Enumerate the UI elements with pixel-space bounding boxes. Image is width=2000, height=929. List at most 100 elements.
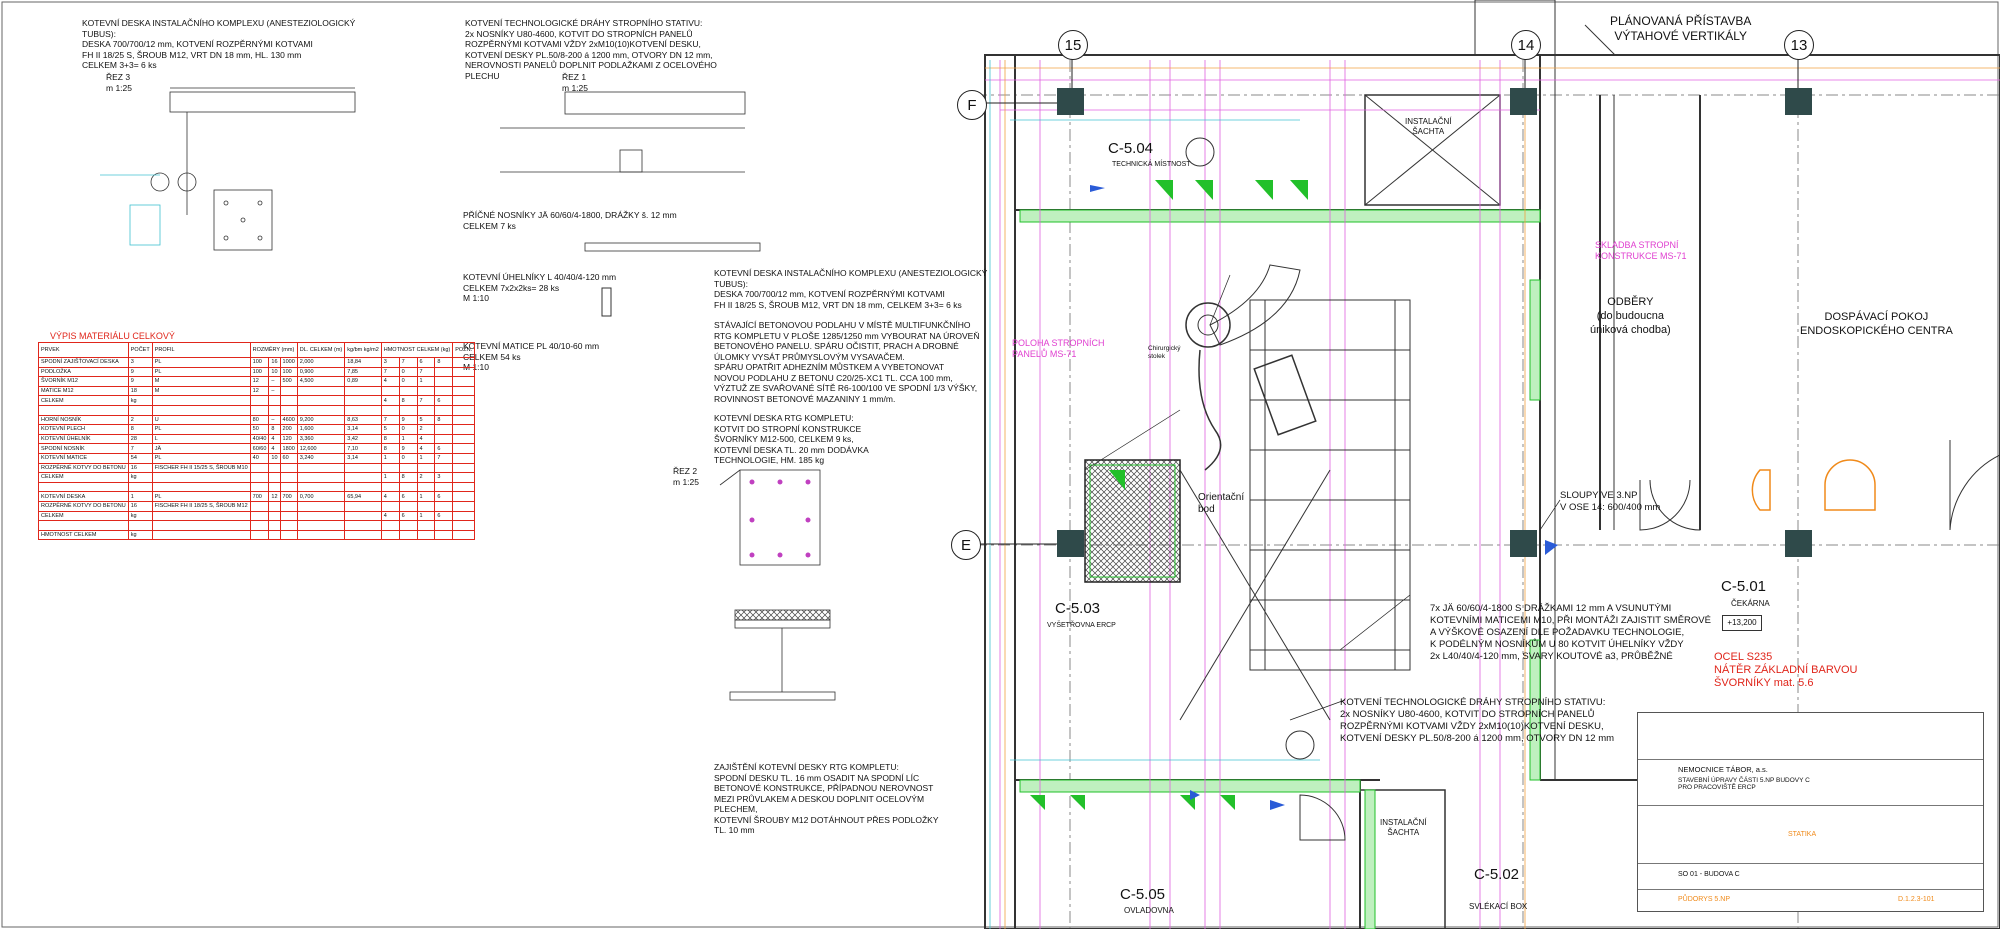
table-cell: 4 — [416, 433, 436, 445]
table-cell — [452, 510, 476, 522]
title-block-profession: STATIKA — [1788, 831, 1817, 838]
table-header-cell: POČET — [127, 342, 153, 358]
table-cell — [380, 500, 400, 512]
table-cell — [380, 385, 400, 397]
table-cell — [151, 395, 251, 406]
table-cell: 3 — [127, 357, 153, 368]
table-cell: 120 — [279, 433, 298, 445]
table-cell: 0 — [398, 424, 418, 435]
table-cell — [416, 462, 436, 474]
table-cell — [344, 510, 382, 522]
axis-14-bubble: 14 — [1511, 30, 1541, 60]
table-cell — [398, 462, 418, 474]
table-cell: 8 — [434, 414, 454, 426]
section-3-label: ŘEZ 3 m 1:25 — [106, 72, 132, 93]
table-cell: 1 — [380, 472, 400, 483]
table-cell — [398, 529, 418, 541]
table-cell: PL — [151, 424, 251, 435]
table-cell: CELKEM — [38, 395, 129, 406]
table-cell: HORNÍ NOSNÍK — [38, 414, 129, 426]
axis-e-bubble: E — [951, 530, 981, 560]
table-cell — [344, 500, 382, 512]
table-cell: 8 — [268, 424, 281, 435]
note-kotevni-matice: KOTEVNÍ MATICE PL 40/10-60 mm CELKEM 54 … — [463, 341, 600, 372]
table-cell: 6 — [434, 395, 454, 406]
table-cell: 16 — [268, 357, 281, 368]
table-cell: ŠVORNÍK M12 — [38, 376, 129, 387]
note-stavajici-podlaha: STÁVAJÍCÍ BETONOVOU PODLAHU V MÍSTĚ MULT… — [714, 320, 980, 404]
table-cell: 0,900 — [296, 366, 346, 378]
table-cell — [452, 385, 476, 397]
table-cell: – — [268, 376, 281, 387]
table-cell: 7 — [398, 357, 418, 368]
table-cell — [434, 462, 454, 474]
table-cell: – — [268, 385, 281, 397]
table-cell — [268, 472, 281, 483]
table-cell — [452, 520, 476, 531]
table-cell: 7 — [434, 452, 454, 464]
table-cell — [279, 520, 298, 531]
table-cell: M — [151, 385, 251, 397]
table-cell — [268, 529, 281, 541]
table-cell — [249, 520, 270, 531]
table-cell — [452, 481, 476, 493]
table-cell: 9,200 — [296, 414, 346, 426]
table-cell — [452, 366, 476, 378]
note-kotveni-drahy-top: KOTVENÍ TECHNOLOGICKÉ DRÁHY STROPNÍHO ST… — [465, 18, 717, 81]
table-cell: L — [151, 433, 251, 445]
table-cell — [398, 520, 418, 531]
table-cell: kg — [127, 529, 153, 541]
note-poloha-stropnich: POLOHA STROPNÍCH PANELŮ MS-71 — [1012, 338, 1105, 359]
table-cell — [416, 520, 436, 531]
table-cell — [151, 404, 251, 416]
table-cell — [268, 404, 281, 416]
table-cell: KOTEVNÍ ÚHELNÍK — [38, 433, 129, 445]
table-cell: 8 — [127, 424, 153, 435]
table-cell — [151, 481, 251, 493]
note-zajisteni: ZAJIŠTĚNÍ KOTEVNÍ DESKY RTG KOMPLETU: SP… — [714, 762, 939, 835]
table-cell — [279, 404, 298, 416]
table-cell: 6 — [416, 357, 436, 368]
table-cell — [452, 433, 476, 445]
axis-15-bubble: 15 — [1058, 30, 1088, 60]
table-cell — [416, 404, 436, 416]
table-cell — [296, 510, 346, 522]
table-cell — [452, 357, 476, 368]
table-cell: 1 — [416, 510, 436, 522]
table-cell — [380, 404, 400, 416]
table-cell: 1 — [127, 491, 153, 502]
table-cell: FISCHER FH II 18/25 S, ŠROUB M12 — [151, 500, 251, 512]
table-cell: 0 — [398, 366, 418, 378]
table-cell — [279, 472, 298, 483]
table-cell: 4 — [380, 491, 400, 502]
table-cell — [452, 491, 476, 502]
table-cell: 7 — [380, 366, 400, 378]
table-cell — [296, 520, 346, 531]
note-nosniky-7x: 7x JÄ 60/60/4-1800 S DRÁŽKAMI 12 mm A VS… — [1430, 603, 1711, 662]
room-c502-name: SVLÉKACÍ BOX — [1469, 902, 1528, 911]
table-cell — [249, 510, 270, 522]
table-cell — [398, 404, 418, 416]
table-cell — [268, 395, 281, 406]
table-cell: 8 — [398, 395, 418, 406]
table-cell: FISCHER FH II 15/25 S, ŠROUB M10 — [151, 462, 251, 474]
table-cell: 4 — [380, 376, 400, 387]
table-row — [38, 481, 476, 493]
table-cell — [416, 500, 436, 512]
note-planovana-pristavba: PLÁNOVANÁ PŘÍSTAVBA VÝTAHOVÉ VERTIKÁLY — [1610, 14, 1752, 43]
table-cell: 10 — [268, 452, 281, 464]
table-cell: KOTEVNÍ MATICE — [38, 452, 129, 464]
room-c505-name: OVLADOVNA — [1124, 906, 1174, 915]
table-cell — [344, 462, 382, 474]
table-cell — [434, 481, 454, 493]
table-cell: 60/60 — [249, 443, 270, 454]
table-cell — [296, 395, 346, 406]
table-cell: KOTEVNÍ PLECH — [38, 424, 129, 435]
table-cell: U — [151, 414, 251, 426]
table-cell — [452, 529, 476, 541]
